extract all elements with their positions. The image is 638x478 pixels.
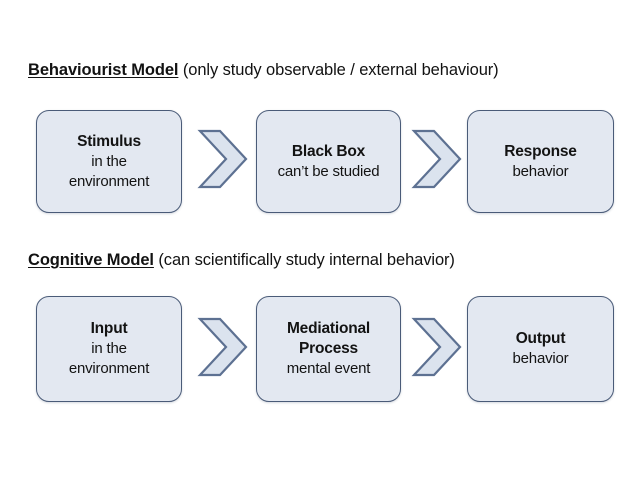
node-response[interactable]: Response behavior — [467, 110, 614, 213]
node-input-sub-2: environment — [68, 360, 150, 377]
section-heading-cognitive: Cognitive Model (can scientifically stud… — [28, 250, 455, 270]
behaviourist-flow-row: Stimulus in the environment Black Box ca… — [0, 108, 638, 216]
node-mediational-process-title-1: Mediational — [286, 320, 371, 337]
node-black-box-sub-1: can’t be studied — [277, 162, 380, 180]
chevron-right-icon — [410, 128, 464, 190]
node-mediational-process-sub-1: mental event — [286, 360, 371, 377]
section-heading-behaviourist: Behaviourist Model (only study observabl… — [28, 60, 499, 80]
section-title-cognitive: Cognitive Model — [28, 251, 154, 269]
node-output-title: Output — [515, 330, 566, 347]
node-black-box[interactable]: Black Box can’t be studied — [256, 110, 401, 213]
node-stimulus-sub-2: environment — [68, 172, 150, 190]
chevron-right-icon — [410, 316, 464, 378]
node-stimulus[interactable]: Stimulus in the environment — [36, 110, 182, 213]
node-stimulus-title: Stimulus — [77, 132, 141, 150]
chevron-right-icon — [196, 316, 250, 378]
node-input-title: Input — [90, 320, 128, 337]
node-response-title: Response — [504, 142, 577, 160]
section-title-behaviourist: Behaviourist Model — [28, 61, 179, 79]
node-stimulus-sub-1: in the — [91, 152, 127, 170]
section-subtitle-behaviourist: (only study observable / external behavi… — [178, 61, 499, 79]
node-black-box-title: Black Box — [291, 142, 366, 160]
chevron-right-icon — [196, 128, 250, 190]
node-output[interactable]: Output behavior — [467, 296, 614, 402]
section-subtitle-cognitive: (can scientifically study internal behav… — [153, 251, 455, 269]
node-response-sub-1: behavior — [512, 162, 569, 180]
node-input-sub-1: in the — [91, 340, 127, 357]
cognitive-flow-row: Input in the environment Mediational Pro… — [0, 294, 638, 402]
node-input[interactable]: Input in the environment — [36, 296, 182, 402]
node-output-sub-1: behavior — [512, 350, 569, 367]
node-mediational-process-title-2: Process — [299, 340, 358, 357]
node-mediational-process[interactable]: Mediational Process mental event — [256, 296, 401, 402]
